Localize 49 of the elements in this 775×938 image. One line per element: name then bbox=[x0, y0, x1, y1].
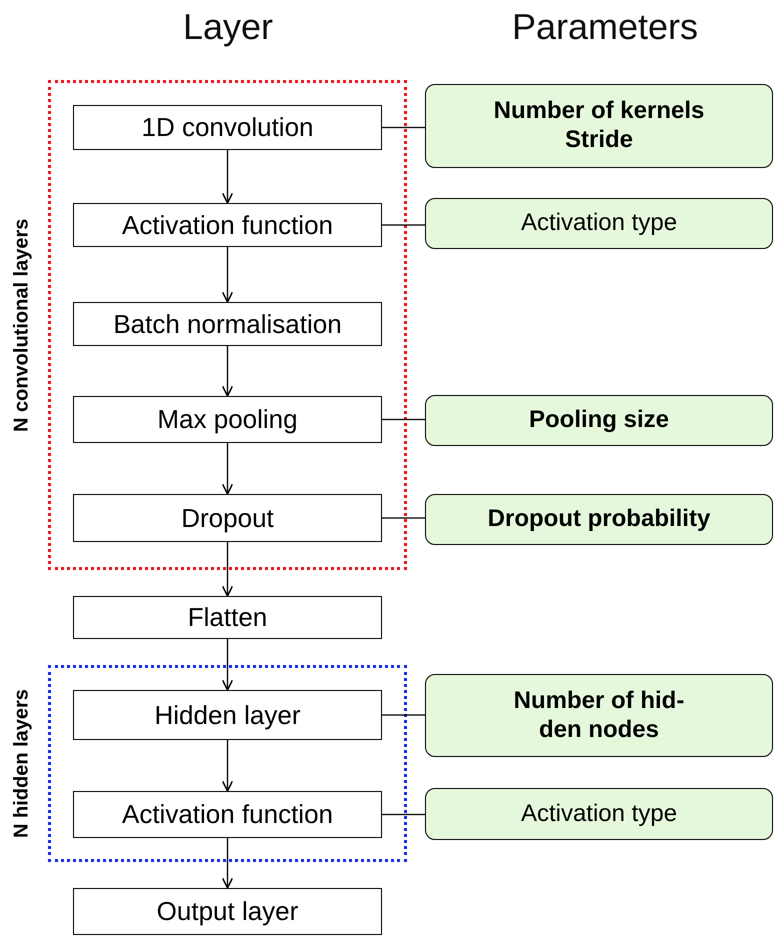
layer-text: Output layer bbox=[156, 895, 298, 928]
arrow bbox=[222, 346, 234, 397]
arrow bbox=[222, 838, 234, 889]
arrow bbox=[222, 247, 234, 303]
layer-box bbox=[73, 791, 382, 838]
layer-text: 1D convolution bbox=[142, 111, 314, 144]
parameter-box bbox=[425, 395, 773, 446]
parameter-text: Stride bbox=[564, 126, 633, 155]
parameter-box bbox=[425, 198, 773, 249]
parameter-text: Activation type bbox=[520, 209, 678, 238]
parameter-text: Pooling size bbox=[528, 406, 669, 435]
layer-box bbox=[73, 596, 382, 639]
layer-box bbox=[73, 888, 382, 935]
layer-box bbox=[73, 105, 382, 150]
parameter-box bbox=[425, 84, 773, 168]
column-heading: Parameters bbox=[510, 6, 700, 48]
connector-line bbox=[382, 418, 425, 420]
layer-text: Dropout bbox=[181, 502, 274, 535]
layer-box bbox=[73, 690, 382, 740]
group-label: N convolutional layers bbox=[10, 217, 34, 434]
connector-line bbox=[382, 814, 425, 816]
layer-box bbox=[73, 396, 382, 443]
layer-text: Hidden layer bbox=[154, 698, 300, 732]
arrow bbox=[222, 150, 234, 204]
arrow bbox=[222, 740, 234, 792]
layer-box bbox=[73, 494, 382, 542]
parameter-text: Activation type bbox=[520, 800, 678, 828]
connector-line bbox=[382, 714, 425, 716]
layer-text: Activation function bbox=[122, 798, 333, 832]
connector-line bbox=[382, 126, 425, 128]
arrow bbox=[222, 542, 234, 597]
layer-text: Flatten bbox=[188, 601, 268, 634]
parameter-text: Number of kernels bbox=[494, 97, 704, 126]
parameter-box bbox=[425, 494, 773, 545]
group-label: N hidden layers bbox=[10, 688, 34, 840]
arrow bbox=[222, 443, 234, 495]
connector-line bbox=[382, 517, 425, 519]
arrow bbox=[222, 639, 234, 691]
parameter-box bbox=[425, 788, 773, 840]
parameter-text: Dropout probability bbox=[488, 505, 710, 534]
column-heading: Layer bbox=[182, 6, 274, 48]
layer-box bbox=[73, 203, 382, 247]
layer-text: Activation function bbox=[122, 208, 333, 242]
connector-line bbox=[382, 224, 425, 226]
layer-box bbox=[73, 302, 382, 346]
parameter-box bbox=[425, 674, 773, 757]
parameter-text: Number of hid- den nodes bbox=[512, 686, 686, 744]
layer-text: Batch normalisation bbox=[113, 308, 342, 341]
layer-text: Max pooling bbox=[157, 403, 298, 436]
